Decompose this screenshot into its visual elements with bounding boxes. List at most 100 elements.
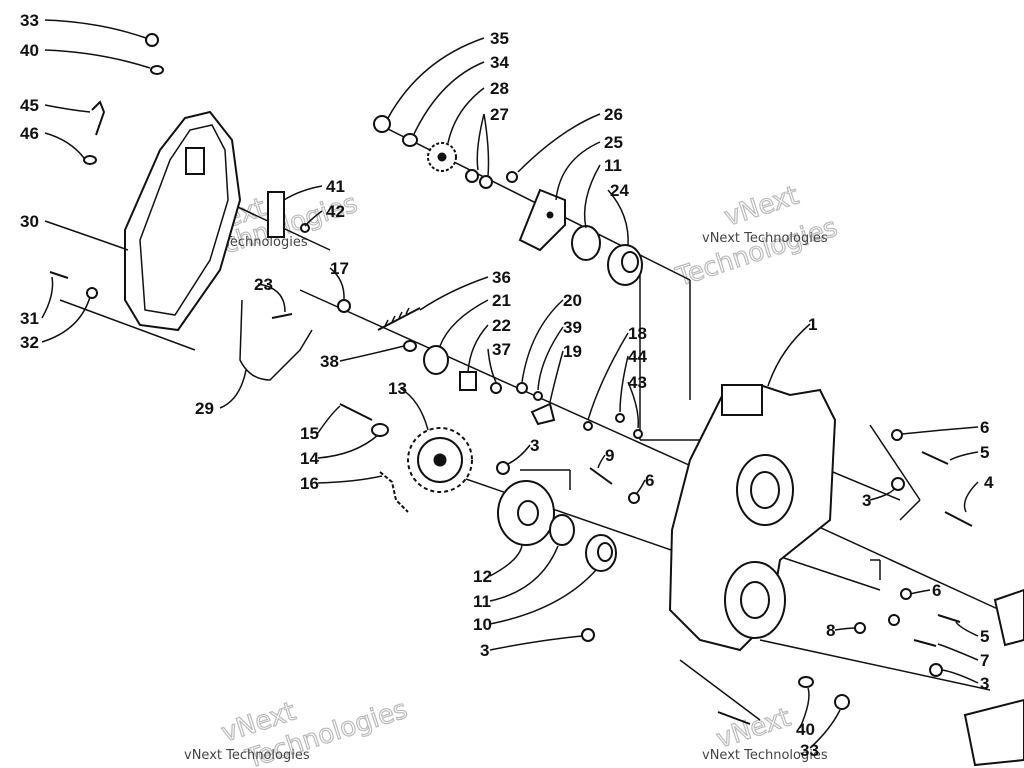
hardware [49, 33, 973, 725]
main-housing-part-1 [668, 383, 837, 652]
washer-part-43 [633, 429, 643, 439]
pin-part-23 [271, 313, 293, 319]
nut-part-35 [373, 115, 391, 133]
callout-18: 18 [628, 324, 647, 343]
leader-lines [41, 19, 979, 749]
nut-part-3 [496, 461, 510, 475]
flange-part-25 [518, 188, 566, 252]
nut-part-44 [615, 413, 625, 423]
callout-40-top: 40 [20, 41, 39, 60]
callout-5-top-right: 5 [980, 443, 989, 462]
watermark-big-line2: Technologies [672, 213, 841, 293]
callout-14: 14 [300, 449, 319, 468]
housing-tab [721, 384, 763, 416]
chain-part-16 [379, 471, 409, 513]
nut-part-33 [145, 33, 159, 47]
watermark-big-line1: vNext [721, 181, 803, 233]
sprocket-part-13 [407, 427, 473, 493]
stud-part-9 [589, 467, 613, 485]
washer-part-6-top [891, 429, 903, 441]
washer-part-27 [465, 169, 479, 183]
shaft-upper [993, 588, 1024, 647]
washer-part-6-mid [900, 588, 912, 600]
callout-10: 10 [473, 615, 492, 634]
plate-part-41 [267, 191, 285, 238]
callout-34: 34 [490, 53, 509, 72]
callout-24: 24 [610, 181, 629, 200]
ring-part-11-upper [571, 225, 601, 261]
callout-40-bottom: 40 [796, 720, 815, 739]
callout-7: 7 [980, 651, 989, 670]
washer-part-46 [83, 155, 97, 165]
callout-6-center: 6 [645, 471, 654, 490]
callout-37: 37 [492, 340, 511, 359]
watermark-small: vNext Technologies [184, 748, 310, 763]
callout-41: 41 [326, 177, 345, 196]
washer-part-40-lower [798, 676, 814, 688]
callout-4: 4 [984, 473, 994, 492]
nut-part-3-lower [581, 628, 595, 642]
bolt-lower [717, 711, 751, 725]
washer-part-37 [490, 382, 502, 394]
watermark-small: vNext Technologies [702, 231, 828, 246]
bolt-part-7 [913, 639, 937, 647]
bolt-part-5-top [921, 451, 949, 465]
nut-part-26 [506, 171, 518, 183]
cover-bracket [185, 147, 205, 175]
ring-part-11-lower [549, 514, 575, 546]
callout-46: 46 [20, 124, 39, 143]
bolt-part-31 [49, 271, 69, 279]
nut-part-33-lower [834, 694, 850, 710]
flange-part-12 [497, 480, 555, 546]
callout-3-center: 3 [530, 436, 539, 455]
callout-31: 31 [20, 309, 39, 328]
callout-35: 35 [490, 29, 509, 48]
washer-part-6 [628, 492, 640, 504]
callout-32: 32 [20, 333, 39, 352]
callout-22: 22 [492, 316, 511, 335]
nut-part-32 [86, 287, 98, 299]
callout-44: 44 [628, 347, 647, 366]
callout-11-bottom: 11 [473, 592, 491, 611]
callout-3-bottom-left: 3 [480, 641, 489, 660]
watermark-small: vNext Technologies [702, 748, 828, 763]
fastener-part-45 [91, 100, 106, 136]
callout-9: 9 [605, 446, 614, 465]
nut-part-17 [337, 299, 351, 313]
callout-23: 23 [254, 275, 273, 294]
washer-part-38 [403, 340, 417, 352]
callout-20: 20 [563, 291, 582, 310]
callout-19: 19 [563, 342, 582, 361]
callout-11-top: 11 [604, 156, 622, 175]
tensioner-part-36 [377, 307, 421, 331]
callout-1: 1 [808, 315, 817, 334]
washer-part-18 [583, 421, 593, 431]
nut-part-3-bottom [929, 663, 943, 677]
callout-17: 17 [330, 259, 349, 278]
washer-part-40 [150, 65, 164, 75]
callout-36: 36 [492, 268, 511, 287]
callout-6-top-right: 6 [980, 418, 989, 437]
callout-12: 12 [473, 567, 492, 586]
callout-43: 43 [628, 373, 647, 392]
callout-16: 16 [300, 474, 319, 493]
washer-part-8 [854, 622, 866, 634]
callout-6-mid-right: 6 [932, 581, 941, 600]
callout-33-bottom: 33 [800, 741, 819, 760]
bearing-part-24 [607, 244, 643, 286]
callout-39: 39 [563, 318, 582, 337]
callout-13: 13 [388, 379, 407, 398]
nut-part-20 [516, 382, 528, 394]
callout-30: 30 [20, 212, 39, 231]
bolt-part-15 [339, 403, 373, 421]
shaft-lower [963, 698, 1024, 767]
callout-38: 38 [320, 352, 339, 371]
bolt-part-4 [944, 511, 973, 527]
callout-42: 42 [326, 202, 345, 221]
callout-33-top: 33 [20, 11, 39, 30]
callout-15: 15 [300, 424, 319, 443]
washer-part-14 [371, 423, 389, 437]
screw-part-42 [300, 223, 310, 233]
callout-27: 27 [490, 105, 509, 124]
